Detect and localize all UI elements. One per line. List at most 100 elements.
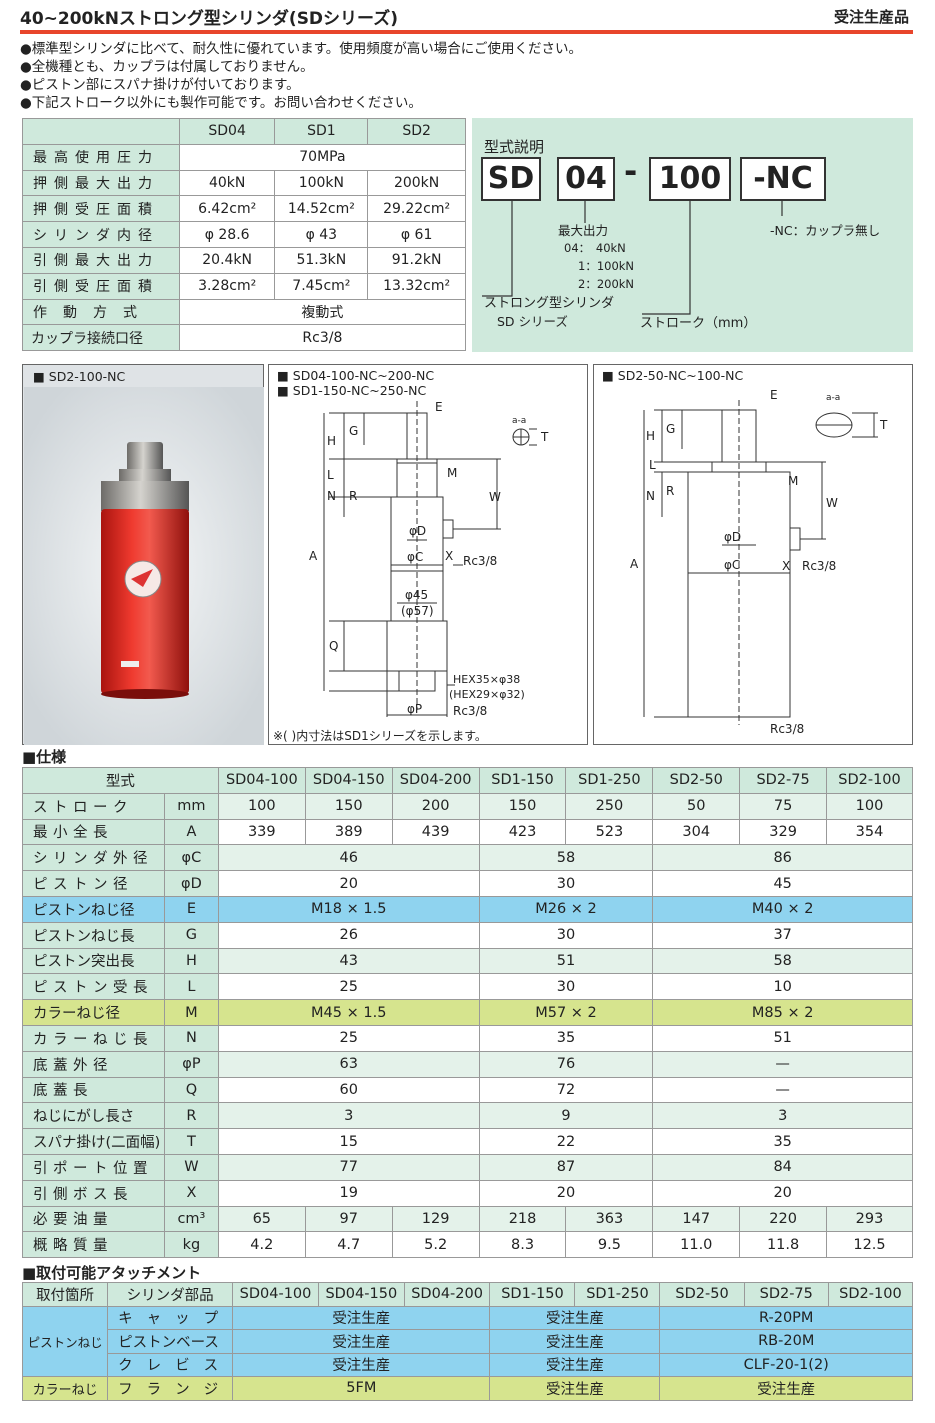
row-label: 引側受圧面積 (22, 272, 180, 300)
cell: — (652, 1076, 913, 1104)
cell: 46 (217, 844, 480, 872)
stroke-label: ストローク（mm） (640, 316, 757, 331)
cell: 45 (652, 870, 913, 897)
row-symbol: φC (163, 844, 219, 872)
part-label: フランジ (107, 1376, 234, 1401)
model-header: SD04-200 (391, 767, 480, 794)
cell: RB-20M (659, 1329, 913, 1354)
cell: 60 (217, 1076, 480, 1104)
row-label: 概略質量 (22, 1231, 165, 1259)
dim-Q: Q (329, 639, 338, 653)
cell: 100kN (274, 169, 369, 197)
dim-phiD: φD (409, 524, 426, 538)
cell: 11.8 (739, 1231, 828, 1259)
cell: 218 (478, 1205, 567, 1233)
dim-A: A (309, 549, 318, 563)
dim-hex2: (HEX29×φ32) (449, 688, 525, 701)
cell: 147 (652, 1205, 741, 1233)
cell: 5.2 (391, 1231, 480, 1259)
cell: 22 (478, 1128, 654, 1155)
cell: 35 (478, 1024, 654, 1052)
output-title: 最大出力 (558, 223, 609, 238)
dim-aa: a-a (826, 393, 840, 403)
cell: φ 28.6 (178, 221, 276, 248)
part-label: クレビス (107, 1352, 234, 1377)
model-header: SD2-75 (739, 767, 828, 794)
row-symbol: φP (163, 1050, 219, 1078)
dim-rc: Rc3/8 (802, 559, 836, 573)
cell: 200kN (367, 169, 466, 197)
cell: 129 (391, 1205, 480, 1233)
cell: M26 × 2 (478, 895, 654, 923)
cell: 37 (652, 921, 913, 949)
cell: — (652, 1050, 913, 1078)
note: ●ピストン部にスパナ掛けが付いております。 (20, 77, 300, 93)
row-symbol: mm (163, 792, 219, 820)
row-label: 引側最大出力 (22, 246, 180, 274)
model-header: SD2 (367, 118, 466, 145)
cell: 25 (217, 1024, 480, 1052)
cell: 87 (478, 1153, 654, 1181)
cell: 58 (478, 844, 654, 872)
photo-panel: ■ SD2-100-NC (22, 364, 264, 745)
attach-title: ■取付可能アタッチメント (22, 1264, 202, 1282)
dim-H: H (646, 429, 655, 443)
attach-head: 取付箇所 (21, 1282, 109, 1307)
drawing-panel-sd2: ■ SD2-50-NC~100-NC (593, 364, 913, 745)
dim-phiC: φC (407, 550, 423, 564)
cell: 97 (304, 1205, 393, 1233)
cell: CLF-20-1(2) (659, 1352, 913, 1377)
dim-W: W (826, 496, 838, 510)
cell: 受注生産 (489, 1376, 661, 1401)
cell: M85 × 2 (652, 999, 913, 1026)
row-symbol: W (163, 1153, 219, 1181)
drawing-panel-sd04-sd1: ■ SD04-100-NC~200-NC ■ SD1-150-NC~250-NC (268, 364, 588, 745)
row-label: ピストンねじ長 (22, 921, 165, 949)
row-label: 引ポート位置 (22, 1153, 165, 1181)
model-header: SD2-100 (826, 767, 913, 794)
model-header: SD1-250 (574, 1282, 661, 1307)
cell: 354 (826, 818, 913, 846)
dim-X: X (445, 549, 453, 563)
row-label: ねじにがし長さ (22, 1102, 165, 1130)
cell: 9.5 (565, 1231, 654, 1259)
row-label: 作動方式 (22, 298, 180, 326)
cell: 250 (565, 792, 654, 820)
cell: 30 (478, 870, 654, 897)
model-dash: - (624, 152, 638, 190)
cell: R-20PM (659, 1305, 913, 1330)
dim-aa: a-a (512, 416, 526, 426)
cell: M45 × 1.5 (217, 999, 480, 1026)
model-header: SD04-200 (403, 1282, 491, 1307)
row-label: ピストン突出長 (22, 947, 165, 975)
cylinder-photo (24, 387, 264, 745)
cell: 100 (217, 792, 306, 820)
cell: 11.0 (652, 1231, 741, 1259)
cell: 220 (739, 1205, 828, 1233)
dim-L: L (649, 458, 656, 472)
header: 40~200kNストロング型シリンダ(SDシリーズ) 受注生産品 (20, 0, 913, 34)
dim-rc2: Rc3/8 (453, 704, 487, 718)
group-label: カラーねじ (21, 1376, 109, 1401)
cell: M40 × 2 (652, 895, 913, 923)
cell: 15 (217, 1128, 480, 1155)
cell: 受注生産 (489, 1352, 661, 1377)
cell: 389 (304, 818, 393, 846)
cell: 91.2kN (367, 246, 466, 274)
cell: 77 (217, 1153, 480, 1181)
cell: 20 (652, 1179, 913, 1207)
cell: 26 (217, 921, 480, 949)
row-label: 最高使用圧力 (22, 143, 180, 171)
model-header: SD2-75 (743, 1282, 829, 1307)
order-badge: 受注生産品 (833, 8, 909, 26)
drawing-title-2: ■ SD1-150-NC~250-NC (277, 383, 427, 398)
model-box-output: 04 (557, 157, 615, 201)
row-label: 最小全長 (22, 818, 165, 846)
model-desc-title: 型式説明 (484, 138, 545, 156)
cell: 65 (217, 1205, 306, 1233)
cell: 29.22cm² (367, 195, 466, 223)
model-header: SD2-50 (659, 1282, 745, 1307)
cell: Rc3/8 (178, 324, 467, 352)
model-header: SD1-150 (489, 1282, 576, 1307)
